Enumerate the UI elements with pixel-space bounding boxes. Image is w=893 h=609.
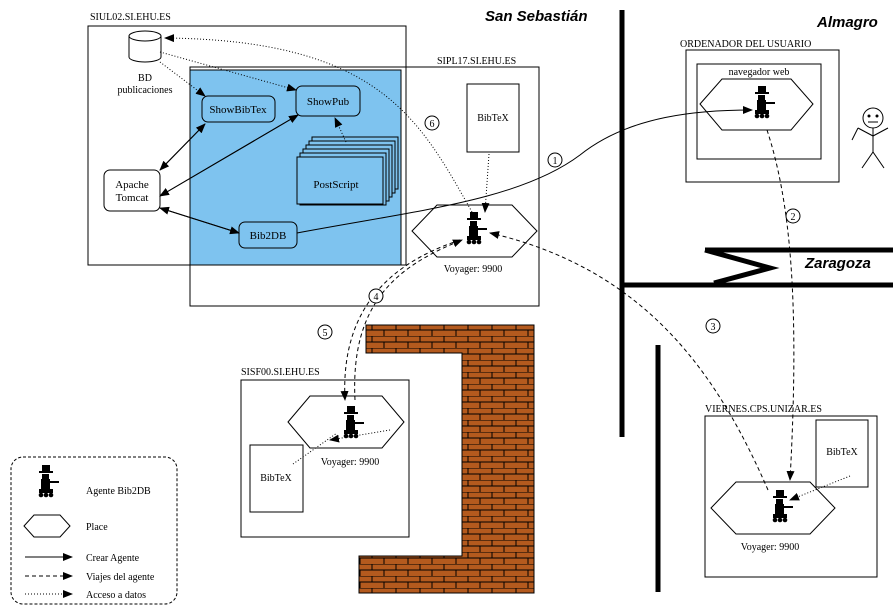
bib2db-box <box>238 221 298 249</box>
step-3: 3 <box>705 318 721 334</box>
legend-place-icon <box>23 514 71 538</box>
host-user-pc-label: ORDENADOR DEL USUARIO <box>680 39 811 50</box>
place-viernes <box>710 481 836 535</box>
postscript-label: PostScript <box>313 179 358 191</box>
voyager-label-sipl17: Voyager: 9900 <box>444 264 502 275</box>
bib2db-label: Bib2DB <box>250 230 287 242</box>
bibtex-label-sipl17: BibTeX <box>477 113 509 124</box>
host-sipl17-label: SIPL17.SI.EHU.ES <box>437 56 516 67</box>
host-siul02-label: SIUL02.SI.EHU.ES <box>90 12 171 23</box>
user-icon <box>851 107 889 169</box>
dashed-arrows <box>340 129 795 491</box>
voyager-label-sisf00: Voyager: 9900 <box>321 457 379 468</box>
step-2: 2 <box>785 208 801 224</box>
legend-place-label: Place <box>86 522 108 533</box>
apache-label-line2: Tomcat <box>116 192 149 204</box>
legend-acceso-label: Acceso a datos <box>86 590 146 601</box>
showbibtex-box <box>201 95 276 123</box>
bibtex-doc-viernes <box>815 419 869 488</box>
svg-text:6: 6 <box>430 119 435 130</box>
bibtex-label-sisf00: BibTeX <box>260 473 292 484</box>
svg-text:4: 4 <box>374 292 379 303</box>
bibtex-label-viernes: BibTeX <box>826 447 858 458</box>
legend-agente-label: Agente Bib2DB <box>86 486 151 497</box>
showpub-box <box>295 85 361 117</box>
step-1: 1 <box>547 152 563 168</box>
postscript-stack <box>296 136 399 206</box>
database-label-line2: publicaciones <box>118 85 173 96</box>
step-markers: 1 2 3 4 5 6 <box>317 115 801 340</box>
voyager-label-viernes: Voyager: 9900 <box>741 542 799 553</box>
solid-arrows <box>159 106 753 235</box>
step-6: 6 <box>424 115 440 131</box>
place-user-pc <box>699 78 814 131</box>
database-icon <box>128 30 162 63</box>
host-viernes-label: VIERNES.CPS.UNIZAR.ES <box>705 404 822 415</box>
host-sisf00-label: SISF00.SI.EHU.ES <box>241 367 320 378</box>
svg-text:5: 5 <box>323 328 328 339</box>
bibtex-doc-sipl17 <box>466 83 520 153</box>
city-zaragoza: Zaragoza <box>804 255 871 272</box>
legend-viajes-label: Viajes del agente <box>86 572 155 583</box>
showbibtex-label: ShowBibTex <box>209 104 267 116</box>
city-san-sebastian: San Sebastián <box>485 8 588 25</box>
svg-text:3: 3 <box>711 322 716 333</box>
host-sipl17-box <box>189 66 540 307</box>
legend-crear-label: Crear Agente <box>86 553 140 564</box>
region-borders <box>619 10 893 592</box>
bibtex-doc-sisf00 <box>249 444 304 513</box>
legend: Agente Bib2DB Place Crear Agente Viajes … <box>10 456 178 605</box>
step-5: 5 <box>317 324 333 340</box>
browser-label: navegador web <box>729 67 790 78</box>
browser-box <box>696 63 822 160</box>
host-user-pc-box <box>685 49 840 183</box>
dotted-arrows <box>159 34 851 501</box>
apache-label-line1: Apache <box>115 179 149 191</box>
city-almagro: Almagro <box>816 14 878 31</box>
svg-text:1: 1 <box>553 156 558 167</box>
showpub-label: ShowPub <box>307 96 350 108</box>
svg-text:2: 2 <box>791 212 796 223</box>
brick-wall <box>358 324 535 594</box>
step-4: 4 <box>368 288 384 304</box>
database-label-line1: BD <box>138 73 152 84</box>
